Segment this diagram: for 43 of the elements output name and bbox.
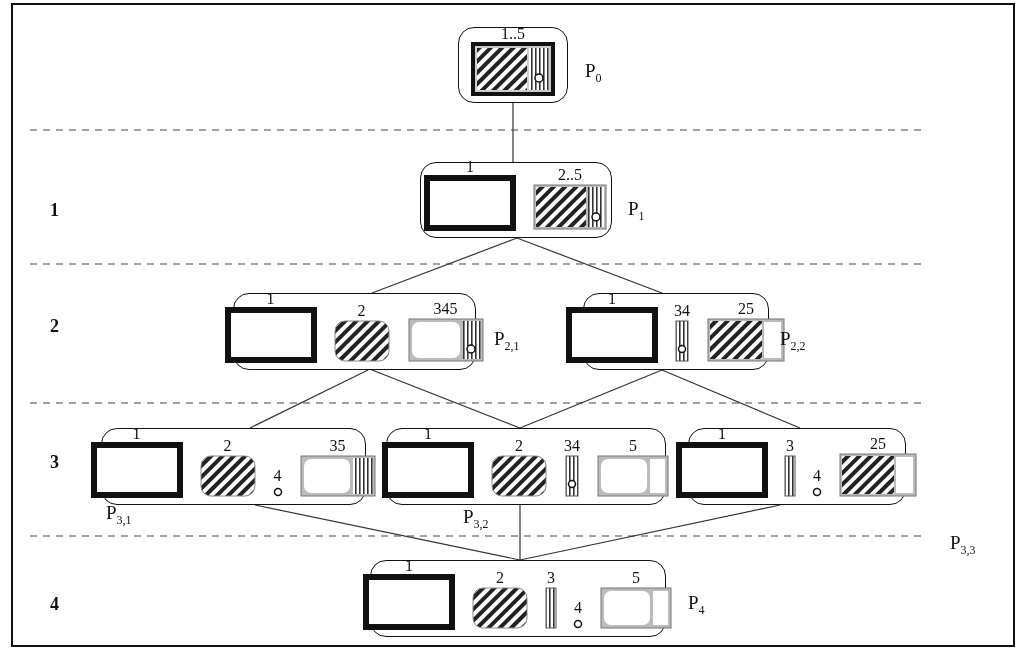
level-number: 1 <box>50 200 59 221</box>
block-index: 345 <box>433 301 458 317</box>
block-index: 5 <box>632 570 640 586</box>
connector-line <box>519 504 781 561</box>
partition-label: P$_{4}$ <box>688 592 705 618</box>
block-index: 4 <box>273 468 282 484</box>
partition-label: P$_{3,2}$ <box>463 506 489 532</box>
connector-line <box>371 369 521 429</box>
level-number: 2 <box>50 316 59 337</box>
partition-label: P$_{1}$ <box>628 198 645 224</box>
connector-line <box>249 369 369 429</box>
block-index: 4 <box>813 468 821 484</box>
block-index: 25 <box>738 301 754 317</box>
block-index: 34 <box>564 438 580 454</box>
block-index: 2 <box>515 438 523 454</box>
block-index: 2..5 <box>558 167 582 183</box>
block-index: 2 <box>223 438 232 454</box>
connector-line <box>371 237 518 294</box>
block-index: 2 <box>496 570 504 586</box>
connector-line <box>516 237 663 294</box>
connector-line <box>519 369 663 429</box>
block-index: 35 <box>329 438 346 454</box>
partition-panel <box>420 162 612 238</box>
block-index: 1..5 <box>501 26 525 42</box>
block-index: 3 <box>547 570 555 586</box>
connector-line <box>519 504 521 561</box>
block-index: 3 <box>786 438 794 454</box>
level-number: 4 <box>50 594 59 615</box>
connector-line <box>512 102 514 163</box>
partition-label: P$_{3,1}$ <box>106 502 132 528</box>
block-index: 2 <box>357 303 366 319</box>
connector-line <box>254 504 521 561</box>
block-index: 25 <box>870 436 886 452</box>
partition-label: P$_{0}$ <box>585 60 602 86</box>
block-index: 4 <box>574 600 582 616</box>
level-number: 3 <box>50 452 59 473</box>
partition-label: P$_{2,1}$ <box>494 328 520 354</box>
block-index: 34 <box>674 303 690 319</box>
connector-line <box>661 369 801 429</box>
partition-label: P$_{2,2}$ <box>780 328 806 354</box>
partition-panel <box>458 27 568 103</box>
block-index: 5 <box>629 438 637 454</box>
partition-label: P$_{3,3}$ <box>950 532 976 558</box>
